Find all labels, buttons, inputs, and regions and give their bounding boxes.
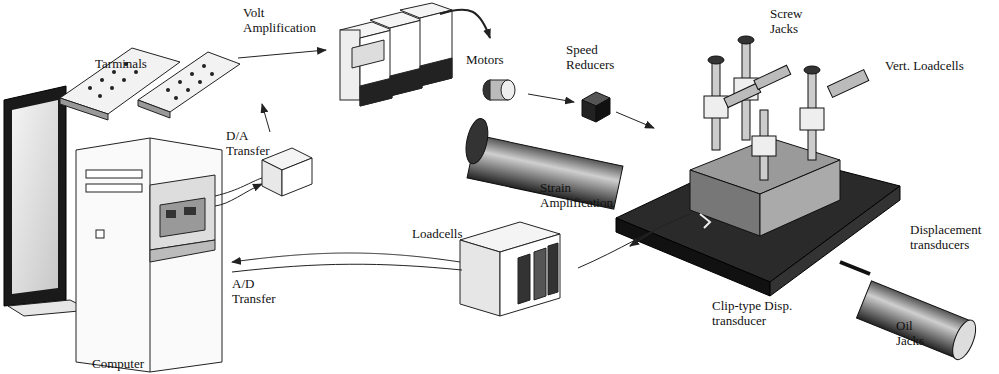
part-label: Oil Jacks (896, 318, 940, 348)
part-label: Screw Jacks (770, 6, 822, 36)
part-label: Clip-type Disp. transducer (712, 298, 824, 328)
part-label: Vert. Loadcells (885, 58, 964, 73)
part-label: Computer (92, 356, 144, 371)
part-label: Motors (466, 52, 504, 67)
part-label: Strain Amplification (540, 180, 626, 210)
part-label: Speed Reducers (566, 42, 628, 72)
part-label: A/D Transfer (232, 276, 282, 306)
part-label: Loadcells (412, 226, 463, 241)
part-label: D/A Transfer (226, 128, 276, 158)
part-label: Tarminals (95, 56, 147, 71)
part-label: Displacement transducers (910, 222, 990, 252)
part-label: Volt Amplification (243, 5, 325, 35)
